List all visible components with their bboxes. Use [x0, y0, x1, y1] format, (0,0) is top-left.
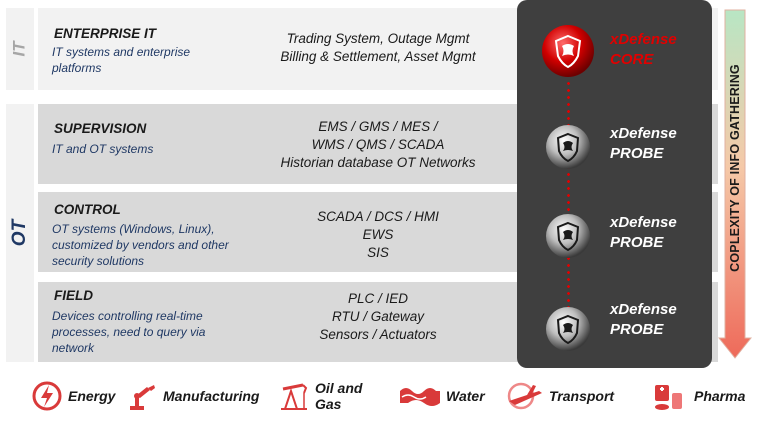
oil-pump-icon: [281, 383, 308, 410]
shield-probe-icon[interactable]: [545, 213, 591, 259]
it-side-band: IT: [6, 8, 34, 90]
water-icon: [400, 388, 440, 406]
transport-icon: [507, 382, 542, 410]
industry-pharma: Pharma: [650, 378, 745, 414]
complexity-arrow: [718, 9, 752, 359]
layer-title: ENTERPRISE IT: [54, 26, 157, 41]
industry-energy: Energy: [30, 378, 115, 414]
industry-water: Water: [398, 378, 485, 414]
shield-core-icon[interactable]: [541, 24, 595, 78]
ot-side-label: OT: [8, 219, 30, 247]
connection-dotted-line: [567, 80, 570, 315]
shield-probe-icon[interactable]: [545, 124, 591, 170]
layer-title: FIELD: [54, 288, 93, 303]
shield-probe-icon[interactable]: [545, 306, 591, 352]
complexity-arrow-label: COPLEXITY OF INFO GATHERING: [728, 64, 743, 272]
layer-title: SUPERVISION: [54, 121, 147, 136]
it-side-label: IT: [9, 41, 29, 57]
pharma-icon: [655, 385, 682, 410]
industry-manufacturing: Manufacturing: [125, 378, 259, 414]
layer-description: IT and OT systems: [52, 142, 154, 156]
energy-icon: [32, 381, 62, 411]
robot-arm-icon: [130, 385, 155, 410]
layer-description: OT systems (Windows, Linux),customized b…: [52, 222, 229, 268]
layer-title: CONTROL: [54, 202, 121, 217]
industry-transport: Transport: [505, 378, 614, 414]
ot-side-band: OT: [6, 104, 34, 362]
